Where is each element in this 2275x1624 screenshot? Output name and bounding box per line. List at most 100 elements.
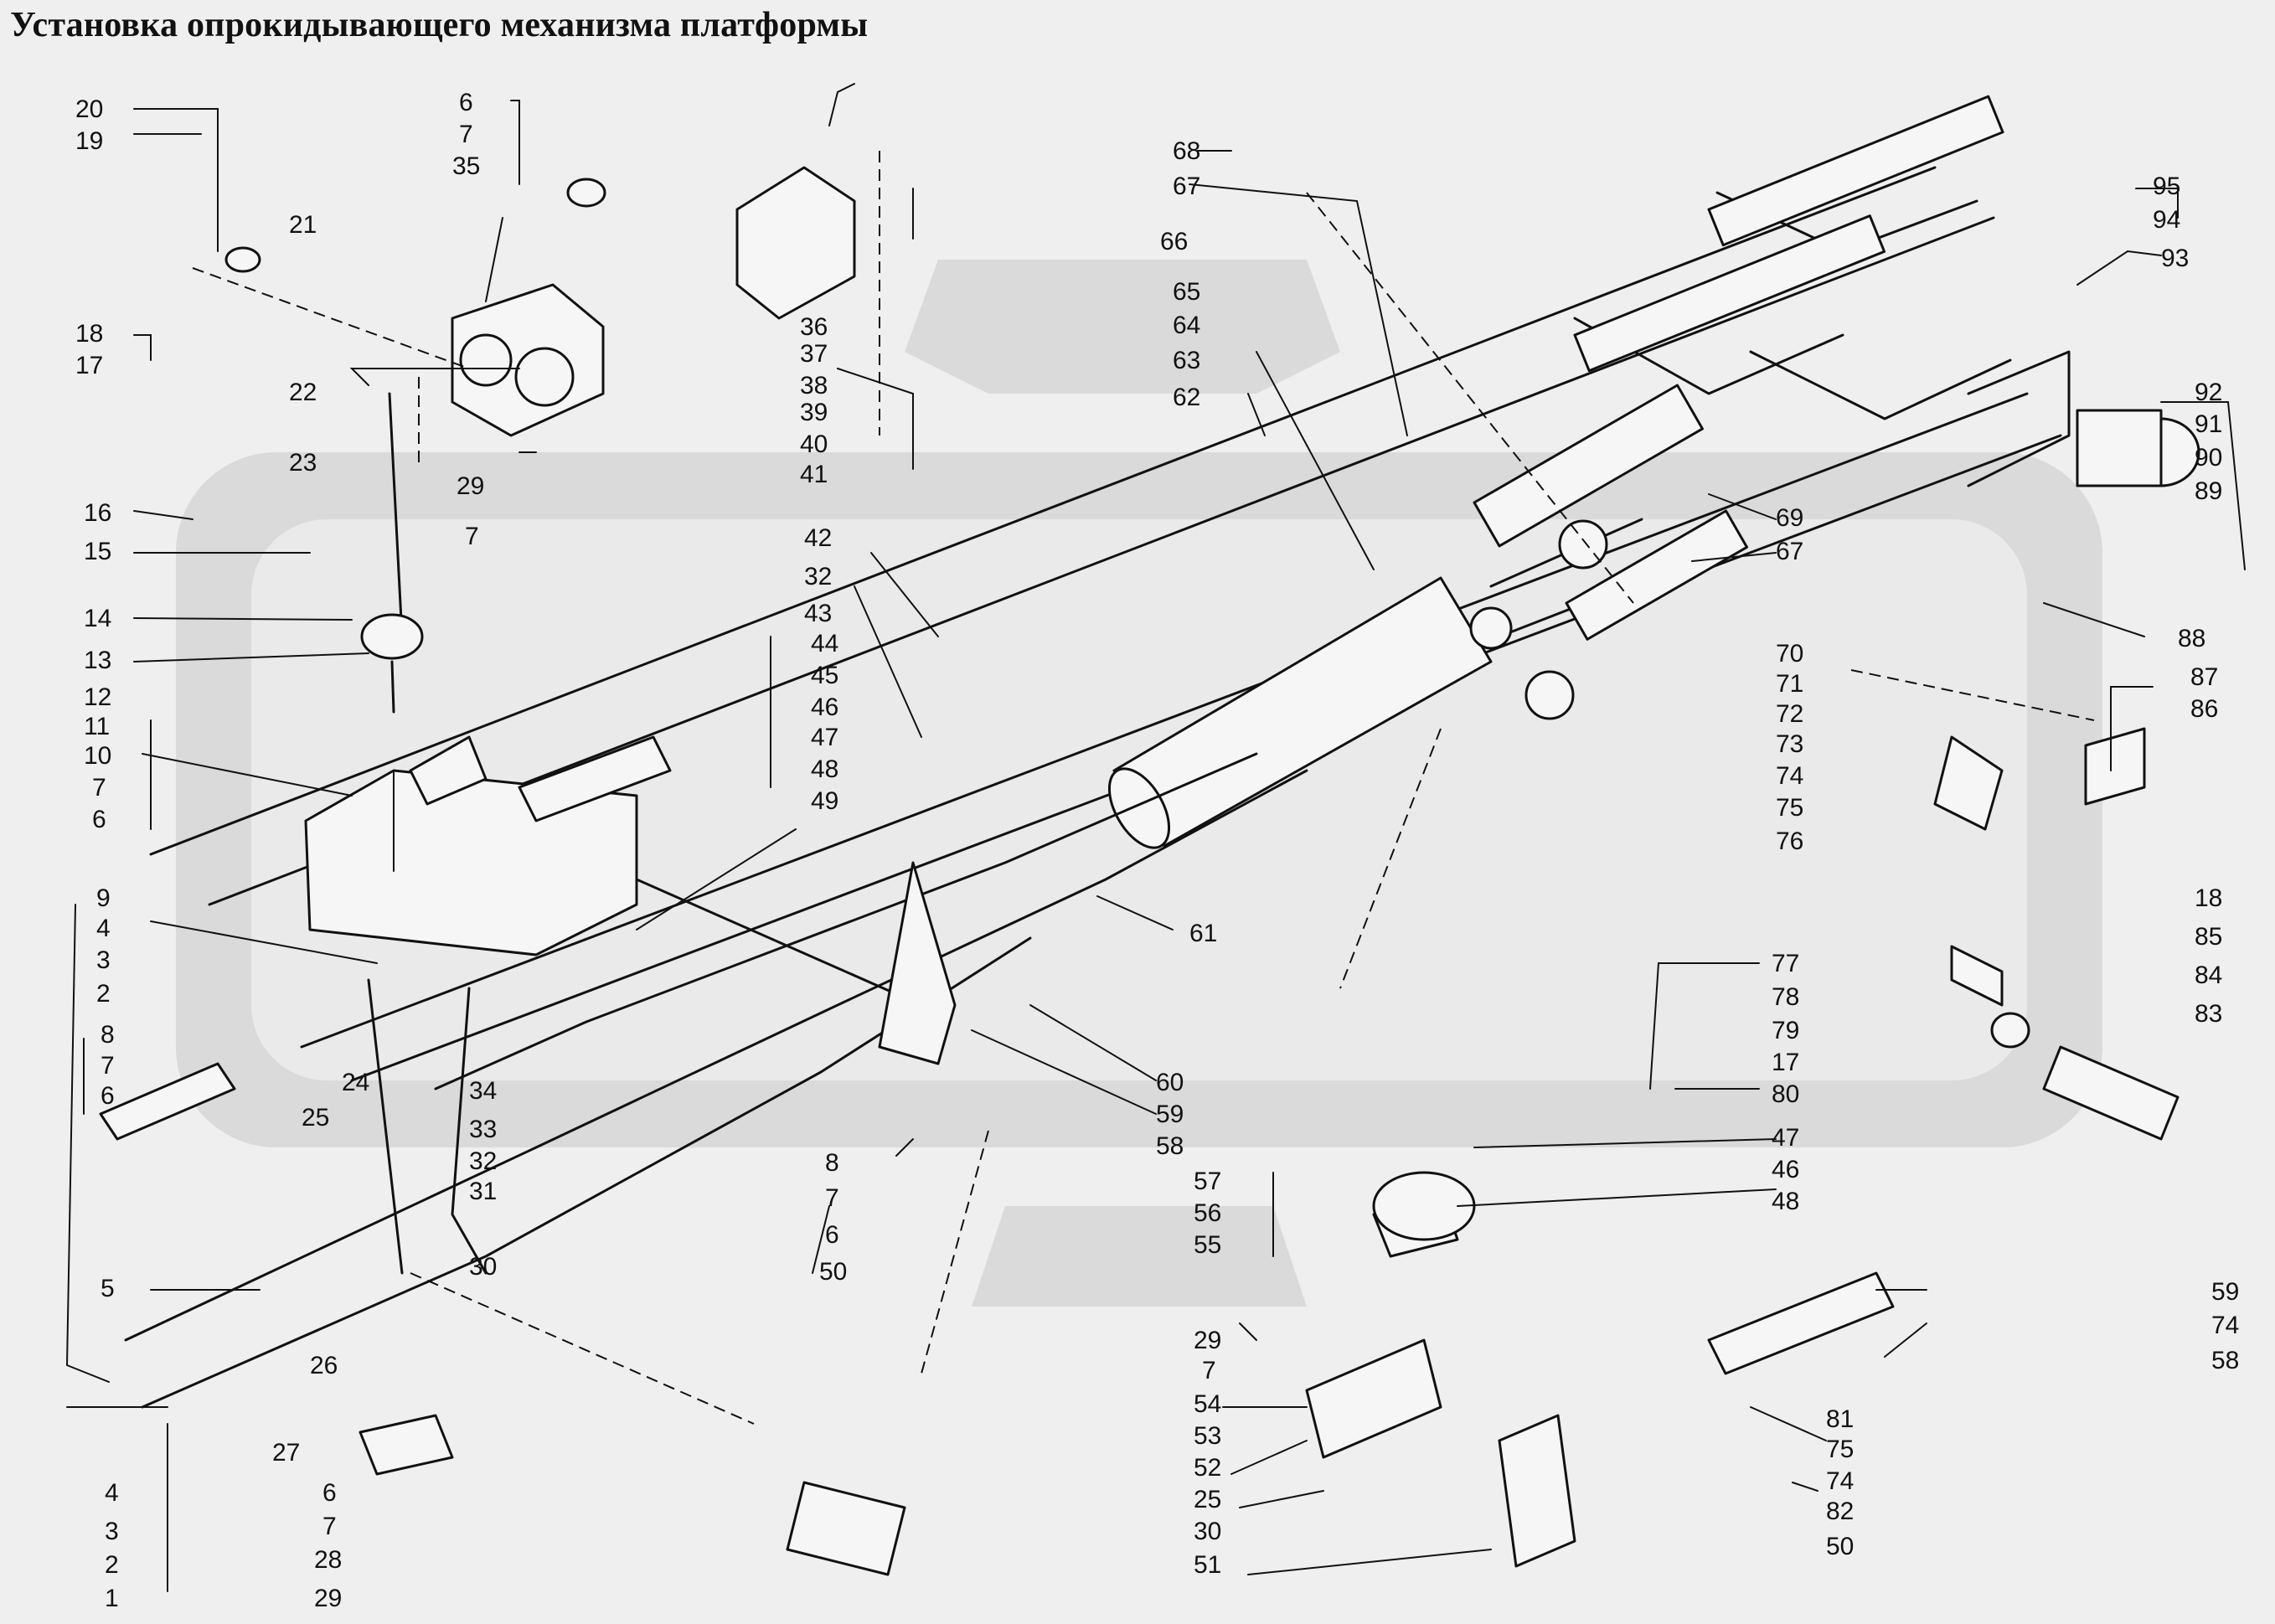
callout-label: 24 xyxy=(342,1069,369,1096)
callout-label: 17 xyxy=(1772,1049,1799,1076)
callout-label: 11 xyxy=(84,713,110,740)
callout-label: 59 xyxy=(2211,1278,2239,1306)
callout-label: 8 xyxy=(825,1149,839,1177)
callout-label: 23 xyxy=(289,449,317,477)
callout-label: 2 xyxy=(96,980,111,1008)
callout-label: 40 xyxy=(800,430,828,458)
callout-label: 5 xyxy=(101,1275,115,1302)
callout-label: 55 xyxy=(1194,1231,1221,1259)
callout-label: 19 xyxy=(75,127,103,155)
callout-label: 73 xyxy=(1776,730,1803,758)
callout-label: 65 xyxy=(1173,278,1200,306)
page-title: Установка опрокидывающего механизма плат… xyxy=(10,6,869,44)
callout-label: 75 xyxy=(1826,1436,1854,1463)
callout-label: 63 xyxy=(1173,347,1200,374)
callout-label: 91 xyxy=(2195,410,2222,438)
callout-label: 6 xyxy=(825,1221,839,1249)
callout-label: 30 xyxy=(1194,1518,1221,1545)
callout-label: 7 xyxy=(465,523,479,550)
callout-label: 88 xyxy=(2178,625,2205,652)
callout-label: 61 xyxy=(1189,920,1217,947)
callout-label: 95 xyxy=(2153,173,2180,200)
callout-label: 7 xyxy=(101,1052,115,1080)
callout-label: 31 xyxy=(469,1178,497,1205)
callout-labels: 20 19 18 17 16 15 14 13 12 11 10 7 6 9 4… xyxy=(75,89,2239,1612)
callout-label: 90 xyxy=(2195,444,2222,472)
callout-label: 33 xyxy=(469,1116,497,1143)
callout-label: 35 xyxy=(452,152,480,180)
callout-label: 37 xyxy=(800,340,828,368)
callout-label: 69 xyxy=(1776,504,1803,532)
callout-label: 28 xyxy=(314,1546,342,1574)
callout-label: 58 xyxy=(1156,1132,1184,1160)
callout-label: 14 xyxy=(84,605,111,632)
callout-label: 29 xyxy=(314,1585,342,1612)
callout-label: 32 xyxy=(469,1147,497,1175)
callout-label: 25 xyxy=(302,1104,329,1132)
callout-label: 6 xyxy=(101,1082,115,1110)
callout-label: 82 xyxy=(1826,1498,1854,1525)
callout-label: 4 xyxy=(96,915,111,942)
callout-label: 54 xyxy=(1194,1390,1221,1418)
callout-label: 29 xyxy=(457,472,484,500)
callout-label: 52 xyxy=(1194,1454,1221,1482)
callout-label: 25 xyxy=(1194,1486,1221,1513)
callout-label: 75 xyxy=(1776,794,1803,822)
callout-label: 6 xyxy=(92,806,106,833)
callout-label: 7 xyxy=(1202,1357,1216,1384)
callout-label: 67 xyxy=(1776,538,1803,565)
callout-label: 80 xyxy=(1772,1080,1799,1108)
callout-label: 15 xyxy=(84,538,111,565)
callout-label: 38 xyxy=(800,372,828,400)
callout-label: 1 xyxy=(105,1585,119,1612)
callout-label: 87 xyxy=(2190,663,2218,691)
callout-label: 10 xyxy=(84,742,111,770)
callout-label: 32 xyxy=(804,563,832,590)
callout-label: 86 xyxy=(2190,695,2218,723)
callout-label: 18 xyxy=(2195,884,2222,912)
callout-label: 77 xyxy=(1772,950,1799,977)
callout-label: 51 xyxy=(1194,1551,1221,1579)
callout-label: 3 xyxy=(105,1518,119,1545)
callout-label: 27 xyxy=(272,1439,300,1467)
callout-label: 47 xyxy=(1772,1124,1799,1152)
callout-label: 67 xyxy=(1173,173,1200,200)
callout-label: 42 xyxy=(804,524,832,552)
callout-label: 92 xyxy=(2195,379,2222,406)
control-lever xyxy=(360,392,424,714)
callout-label: 78 xyxy=(1772,983,1799,1011)
small-parts xyxy=(99,727,2180,1576)
callout-label: 45 xyxy=(811,662,838,689)
callout-label: 13 xyxy=(84,647,111,674)
callout-label: 59 xyxy=(1156,1101,1184,1128)
callout-label: 72 xyxy=(1776,700,1803,728)
callout-label: 7 xyxy=(825,1184,839,1212)
pump-assembly xyxy=(224,83,856,437)
callout-label: 81 xyxy=(1826,1405,1854,1433)
callout-label: 7 xyxy=(459,121,473,148)
callout-label: 50 xyxy=(1826,1533,1854,1560)
callout-label: 48 xyxy=(811,755,838,783)
callout-label: 46 xyxy=(811,693,838,721)
callout-label: 36 xyxy=(800,313,828,341)
callout-label: 89 xyxy=(2195,477,2222,505)
callout-label: 22 xyxy=(289,379,317,406)
callout-label: 58 xyxy=(2211,1347,2239,1374)
callout-label: 17 xyxy=(75,352,103,379)
callout-label: 50 xyxy=(819,1258,847,1286)
callout-label: 8 xyxy=(101,1021,115,1049)
callout-label: 48 xyxy=(1772,1188,1799,1215)
callout-label: 74 xyxy=(1776,762,1803,790)
callout-label: 79 xyxy=(1772,1017,1799,1044)
dashed-connectors xyxy=(192,151,2095,1425)
callout-label: 2 xyxy=(105,1551,119,1579)
callout-label: 62 xyxy=(1173,384,1200,411)
callout-label: 9 xyxy=(96,884,111,912)
callout-label: 85 xyxy=(2195,923,2222,951)
callout-label: 74 xyxy=(1826,1467,1854,1495)
callout-label: 56 xyxy=(1194,1199,1221,1227)
cross-members xyxy=(1573,95,2200,487)
callout-label: 64 xyxy=(1173,312,1200,339)
callout-label: 6 xyxy=(459,89,473,116)
